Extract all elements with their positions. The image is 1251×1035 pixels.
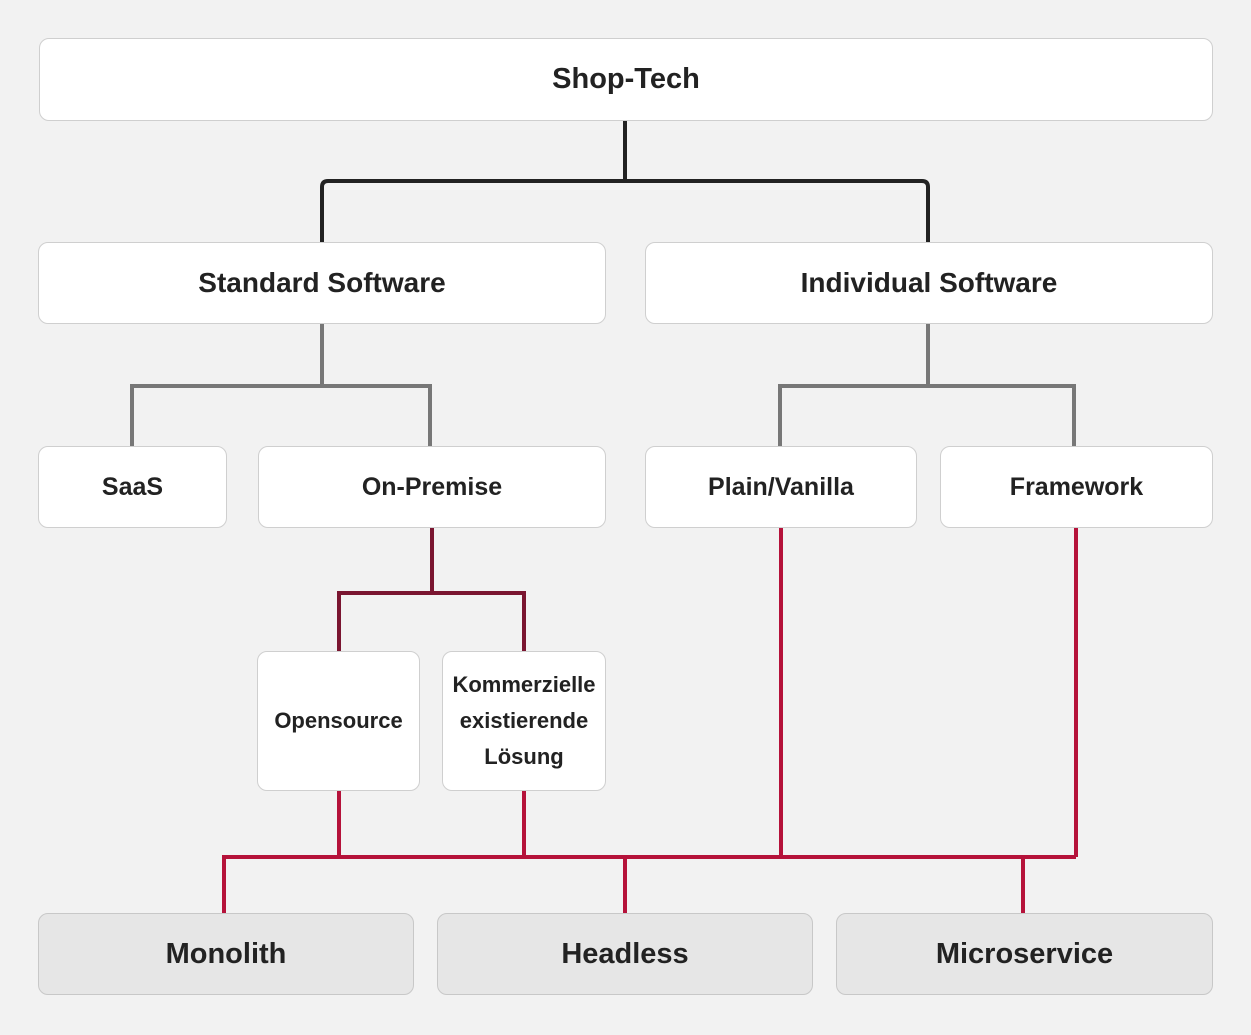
node-commercial-solution: Kommerzielle existierende Lösung <box>442 651 606 791</box>
connector-onpremise-to-types <box>337 528 526 651</box>
node-monolith: Monolith <box>38 913 414 995</box>
node-shop-tech: Shop-Tech <box>39 38 1213 121</box>
node-on-premise: On-Premise <box>258 446 606 528</box>
connector-root-to-categories <box>320 121 930 242</box>
node-saas: SaaS <box>38 446 227 528</box>
node-plain-vanilla: Plain/Vanilla <box>645 446 917 528</box>
connector-standard-to-sub <box>130 324 432 446</box>
node-standard-software: Standard Software <box>38 242 606 324</box>
connector-individual-to-sub <box>778 324 1076 446</box>
node-individual-software: Individual Software <box>645 242 1213 324</box>
node-framework: Framework <box>940 446 1213 528</box>
node-headless: Headless <box>437 913 813 995</box>
node-microservice: Microservice <box>836 913 1213 995</box>
node-opensource: Opensource <box>257 651 420 791</box>
connector-to-architectures <box>222 528 1078 913</box>
